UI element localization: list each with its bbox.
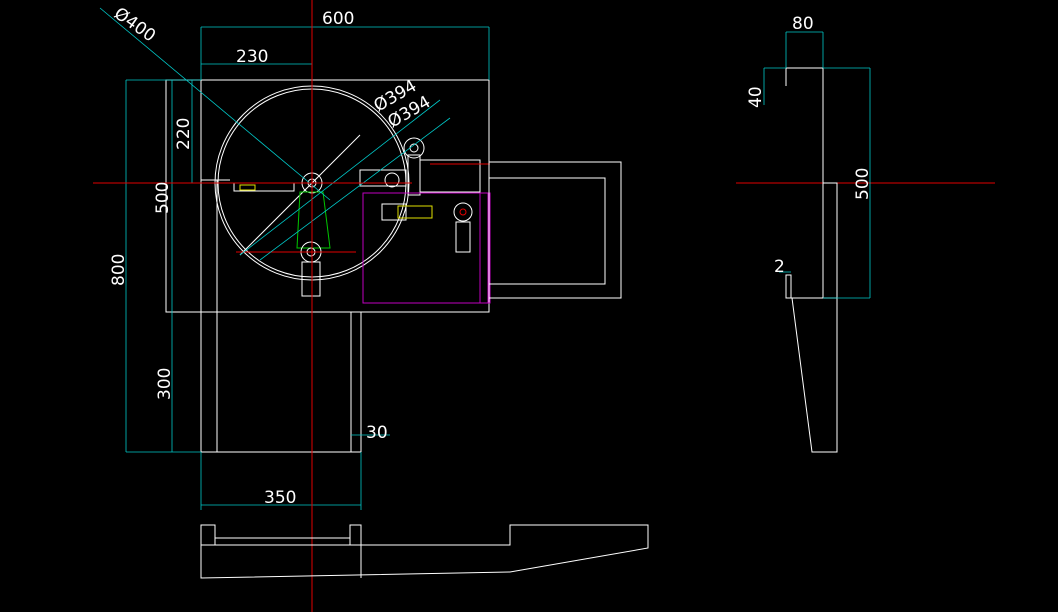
side-view [763,31,871,453]
drive-shaft [397,205,433,219]
bottom-view-outline [200,524,649,579]
dim-800-label: 800 [109,254,129,286]
dim-394-leader-b [259,117,451,261]
drive-tension-arm [407,154,421,196]
dim-600-label: 600 [322,9,354,29]
crank-lever [296,191,331,249]
component-box-large [362,192,489,304]
crank-lower-block [301,261,321,297]
gearbox-pulley-center [459,208,467,216]
drive-housing [419,159,481,193]
drive-bracket [359,169,407,187]
component-box-slim [479,192,491,304]
dim-2-label: 2 [774,257,785,277]
dim-500-label: 500 [153,182,173,214]
dimension-lines [99,7,490,510]
side-plate-lower-taper [791,297,838,453]
left-arm-block [239,184,256,191]
chute-inner [488,177,606,285]
side-plate-rib [822,182,838,299]
motor-body [455,221,471,253]
coupling-block [381,203,407,221]
dim-400-leader [99,7,331,201]
tension-pulley [403,137,425,159]
chute-outer [488,161,622,299]
dim-300-label: 300 [155,368,175,400]
dim-394-leader-a [239,99,441,256]
dim-220-label: 220 [174,118,194,150]
dim-30-label: 30 [366,423,388,443]
drive-roller [384,172,400,188]
dim-230-label: 230 [236,47,268,67]
dim-40-label: 40 [746,86,766,108]
dim-400-label: Ø400 [110,4,159,47]
dim-side-500-label: 500 [853,168,873,200]
dim-350-label: 350 [264,488,296,508]
dim-80-label: 80 [792,14,814,34]
bottom-view [200,524,649,579]
stand-body [200,311,352,453]
gearbox-pulley [453,202,473,222]
